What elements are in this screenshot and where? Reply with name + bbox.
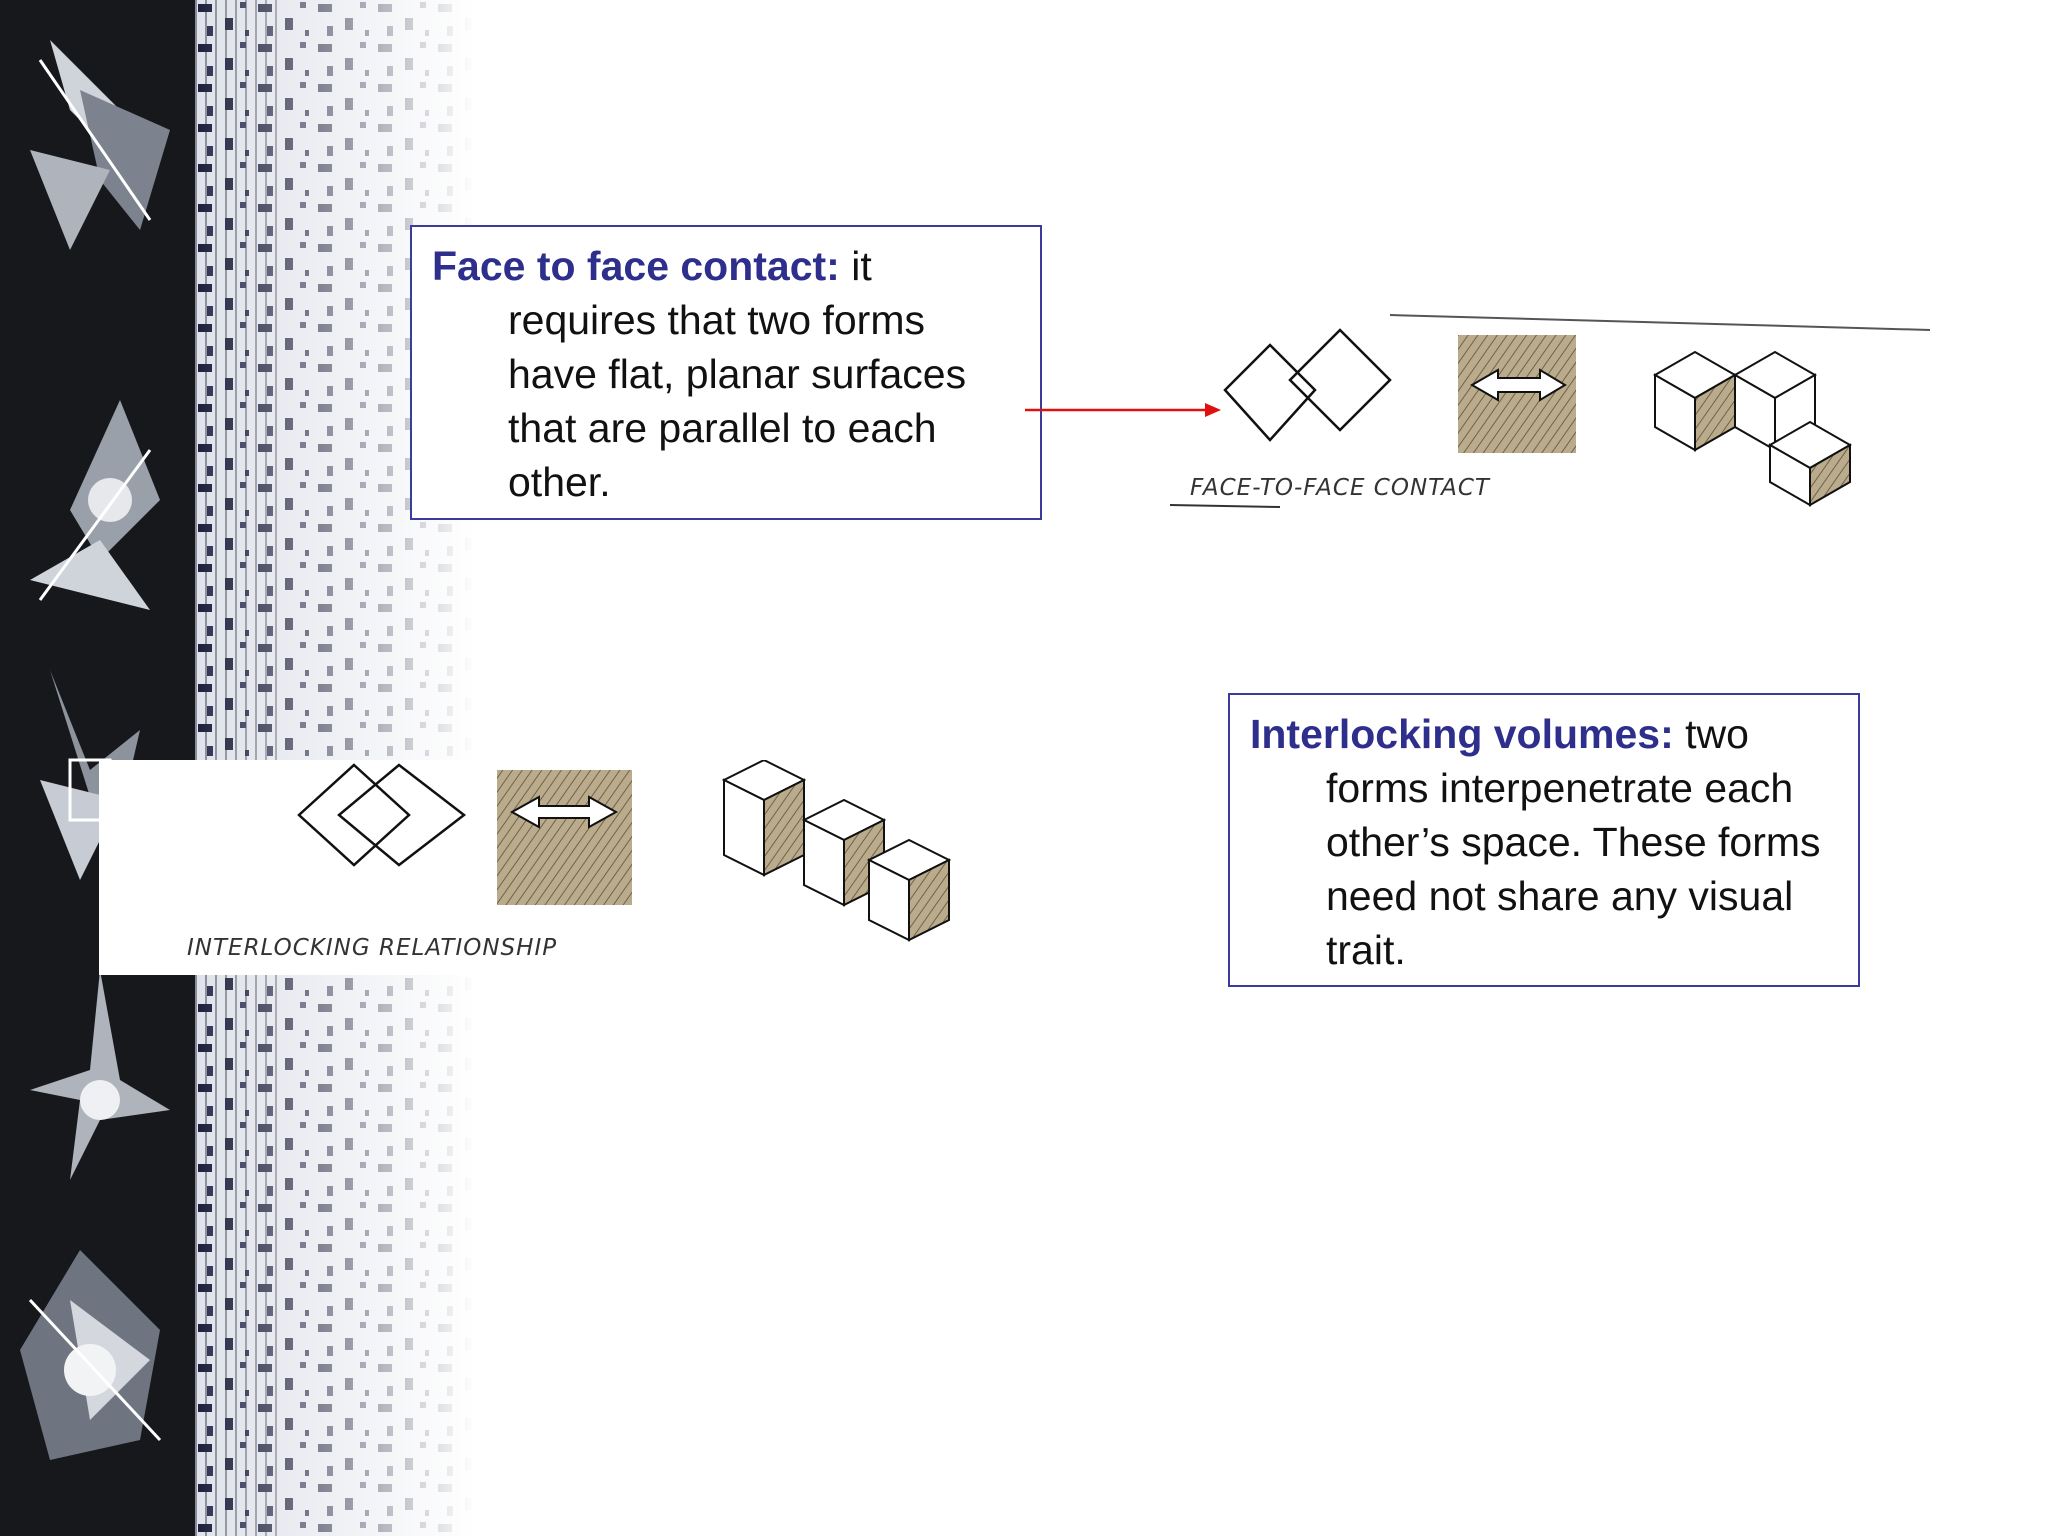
interlocking-sketch-label: INTERLOCKING RELATIONSHIP bbox=[187, 935, 558, 961]
face-to-face-definition-box: Face to face contact: it requires that t… bbox=[410, 225, 1042, 520]
interlocking-diagram-icon bbox=[297, 758, 952, 942]
face-to-face-body: requires that two forms have flat, plana… bbox=[508, 297, 967, 505]
interlocking-heading-line: Interlocking volumes: two bbox=[1250, 707, 1838, 761]
abstract-art-icon bbox=[20, 1250, 162, 1460]
face-to-face-term: Face to face contact: bbox=[432, 243, 840, 289]
interlocking-body: forms interpenetrate each other’s space.… bbox=[1326, 765, 1821, 973]
interlocking-definition-box: Interlocking volumes: two forms interpen… bbox=[1228, 693, 1860, 987]
face-to-face-sketch-label: FACE-TO-FACE CONTACT bbox=[1190, 475, 1490, 501]
face-to-face-diagram-icon bbox=[1169, 314, 1931, 508]
interlocking-term: Interlocking volumes: bbox=[1250, 711, 1674, 757]
interlocking-lead: two bbox=[1673, 711, 1749, 757]
face-to-face-lead: it bbox=[839, 243, 872, 289]
abstract-art-icon bbox=[30, 970, 170, 1180]
face-to-face-sketch: FACE-TO-FACE CONTACT bbox=[1160, 300, 1940, 530]
connector-arrow-icon bbox=[1025, 403, 1221, 417]
abstract-art-icon bbox=[30, 40, 170, 250]
abstract-art-icon bbox=[30, 400, 160, 610]
interlocking-sketch: INTERLOCKING RELATIONSHIP bbox=[99, 758, 1059, 975]
face-to-face-heading-line: Face to face contact: it bbox=[432, 239, 1020, 293]
